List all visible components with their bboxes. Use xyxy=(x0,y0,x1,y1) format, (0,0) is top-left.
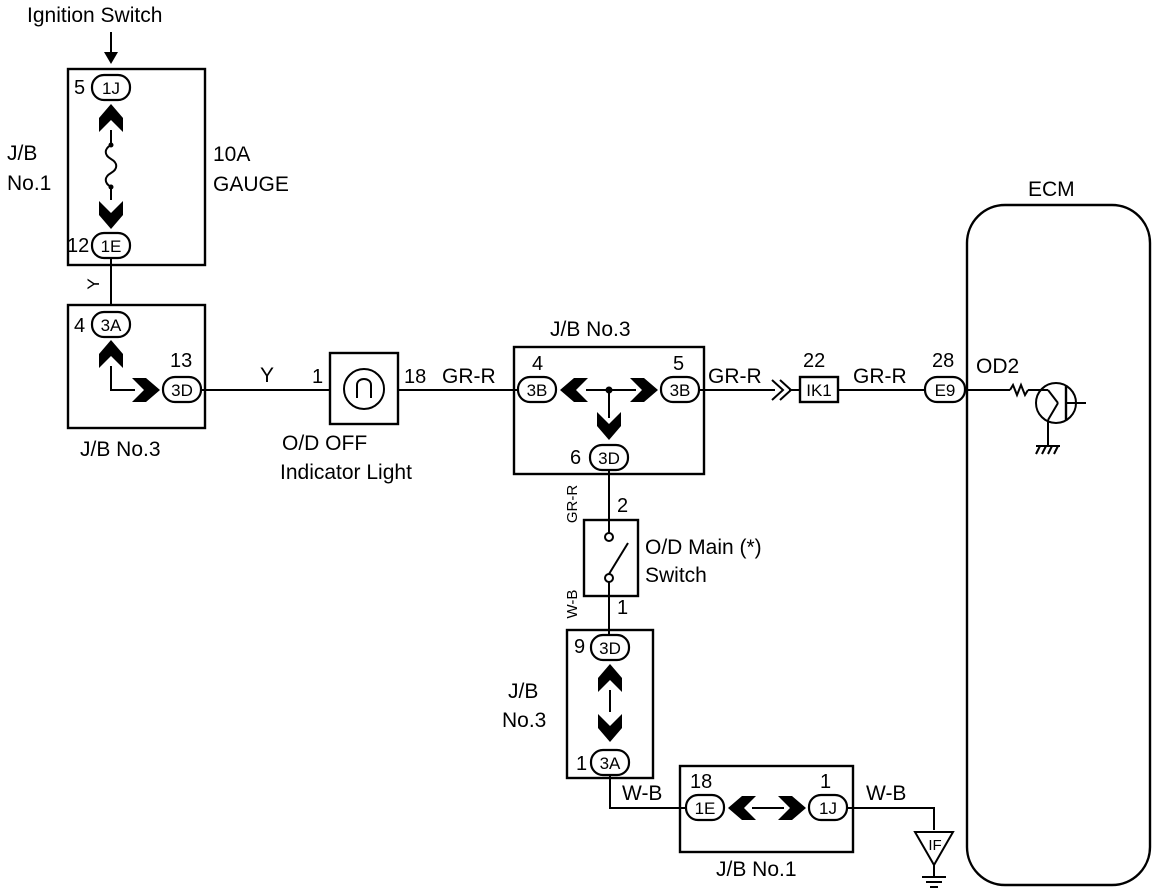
lamp-icon xyxy=(343,368,385,410)
jb-no1-bottom-label: J/B No.1 xyxy=(716,858,797,881)
connector-1j-top-label: 1J xyxy=(102,79,120,98)
switch-lever-icon xyxy=(608,542,629,575)
jb-no1-top-box xyxy=(66,67,207,267)
ecm-box xyxy=(965,203,1152,887)
wire-color-grr-3: GR-R xyxy=(853,365,907,388)
connector-chevron-icon xyxy=(771,379,785,401)
pin-5-top: 5 xyxy=(74,77,85,99)
pin-4-left: 4 xyxy=(74,315,85,337)
terminal-up-arrow-icon xyxy=(99,104,123,132)
terminal-down-arrow-icon xyxy=(99,201,123,229)
wire-color-wb-bottom-left: W-B xyxy=(622,782,662,805)
switch-contact-top xyxy=(604,532,614,542)
connector-1e-bottom xyxy=(684,793,726,822)
terminal-up-arrow-icon-3 xyxy=(598,664,622,692)
terminal-left-arrow-icon xyxy=(560,378,588,402)
pin-1-lower: 1 xyxy=(576,753,587,775)
terminal-left-arrow-icon-2 xyxy=(728,796,756,820)
terminal-up-arrow-icon-2 xyxy=(99,340,123,368)
jb-no3-upper-left-label: J/B No.3 xyxy=(80,438,161,461)
pin-28: 28 xyxy=(932,350,954,372)
wire-color-grr-1: GR-R xyxy=(442,365,496,388)
pin-6: 6 xyxy=(570,447,581,469)
pin-5-center: 5 xyxy=(673,353,684,375)
connector-3d-lower xyxy=(589,633,631,662)
pin-4-center: 4 xyxy=(532,353,543,375)
connector-1j-top xyxy=(90,73,132,102)
ground-point-if xyxy=(913,831,955,868)
connector-3b-left xyxy=(516,375,558,404)
connector-3d-lower-label: 3D xyxy=(599,639,621,658)
ground-point-if-label: IF xyxy=(928,837,941,854)
terminal-right-arrow-icon-3 xyxy=(778,796,806,820)
jb-no1-top-label-line1: J/B xyxy=(7,142,37,165)
wire-color-grr-vertical: GR-R xyxy=(564,485,581,523)
connector-1e-bottom-label: 1E xyxy=(695,799,716,818)
pin-12: 12 xyxy=(67,235,89,257)
pin-13: 13 xyxy=(170,350,192,372)
switch-contact-bottom xyxy=(604,573,614,583)
wire-color-wb-vertical: W-B xyxy=(564,590,581,619)
pin-2: 2 xyxy=(617,495,628,517)
fuse-icon xyxy=(104,144,118,188)
connector-1j-bottom-label: 1J xyxy=(819,799,837,818)
pin-1-switch: 1 xyxy=(617,597,628,619)
ignition-switch-label: Ignition Switch xyxy=(27,4,162,27)
wire-color-grr-2: GR-R xyxy=(708,365,762,388)
feed-arrow-icon xyxy=(104,52,118,64)
connector-1e-top-label: 1E xyxy=(101,237,122,256)
jb-no3-lower-label-line1: J/B xyxy=(508,680,538,703)
pin-18-bottom: 18 xyxy=(690,771,712,793)
wire-color-wb-bottom-right: W-B xyxy=(866,782,906,805)
connector-ik1-label: IK1 xyxy=(806,381,832,400)
indicator-light-box xyxy=(328,351,400,426)
pin-22: 22 xyxy=(803,350,825,372)
connector-e9-label: E9 xyxy=(935,381,956,400)
od2-label: OD2 xyxy=(976,355,1019,378)
jb-no1-top-label-line2: No.1 xyxy=(7,172,51,195)
pin-9: 9 xyxy=(574,636,585,658)
od-main-switch-box[interactable] xyxy=(582,518,640,598)
jb-no3-center-label: J/B No.3 xyxy=(550,318,631,341)
switch-label-line2: Switch xyxy=(645,564,707,587)
connector-3b-left-label: 3B xyxy=(527,381,548,400)
terminal-down-arrow-icon-2 xyxy=(597,412,621,440)
wire-wb-bottom-left xyxy=(609,775,686,809)
connector-3a-top-label: 3A xyxy=(101,316,122,335)
pin-18-light: 18 xyxy=(404,366,426,388)
pin-1-light: 1 xyxy=(312,366,323,388)
connector-3a-lower-label: 3A xyxy=(600,754,621,773)
connector-3d-center-label: 3D xyxy=(598,449,620,468)
fuse-rating-label: 10A xyxy=(213,143,250,166)
fuse-name-label: GAUGE xyxy=(213,173,289,196)
wire-wb-bottom-right xyxy=(847,807,935,830)
connector-3a-top xyxy=(90,310,132,339)
terminal-down-arrow-icon-3 xyxy=(598,714,622,742)
indicator-light-label-line2: Indicator Light xyxy=(280,461,412,484)
resistor-icon xyxy=(1009,382,1029,398)
connector-3b-right-label: 3B xyxy=(670,381,691,400)
jb-no3-upper-left-box xyxy=(66,303,207,430)
jb-no3-lower-label-line2: No.3 xyxy=(502,709,546,732)
wire-color-y-vertical: Y xyxy=(84,278,103,289)
terminal-right-arrow-icon xyxy=(132,378,160,402)
connector-3d-left-label: 3D xyxy=(171,381,193,400)
switch-label-line1: O/D Main (*) xyxy=(645,536,762,559)
terminal-right-arrow-icon-2 xyxy=(630,378,658,402)
pin-1-bottom: 1 xyxy=(820,771,831,793)
ecm-label: ECM xyxy=(1028,178,1075,201)
wire-color-y-horizontal: Y xyxy=(260,364,274,387)
indicator-light-label-line1: O/D OFF xyxy=(282,432,367,455)
